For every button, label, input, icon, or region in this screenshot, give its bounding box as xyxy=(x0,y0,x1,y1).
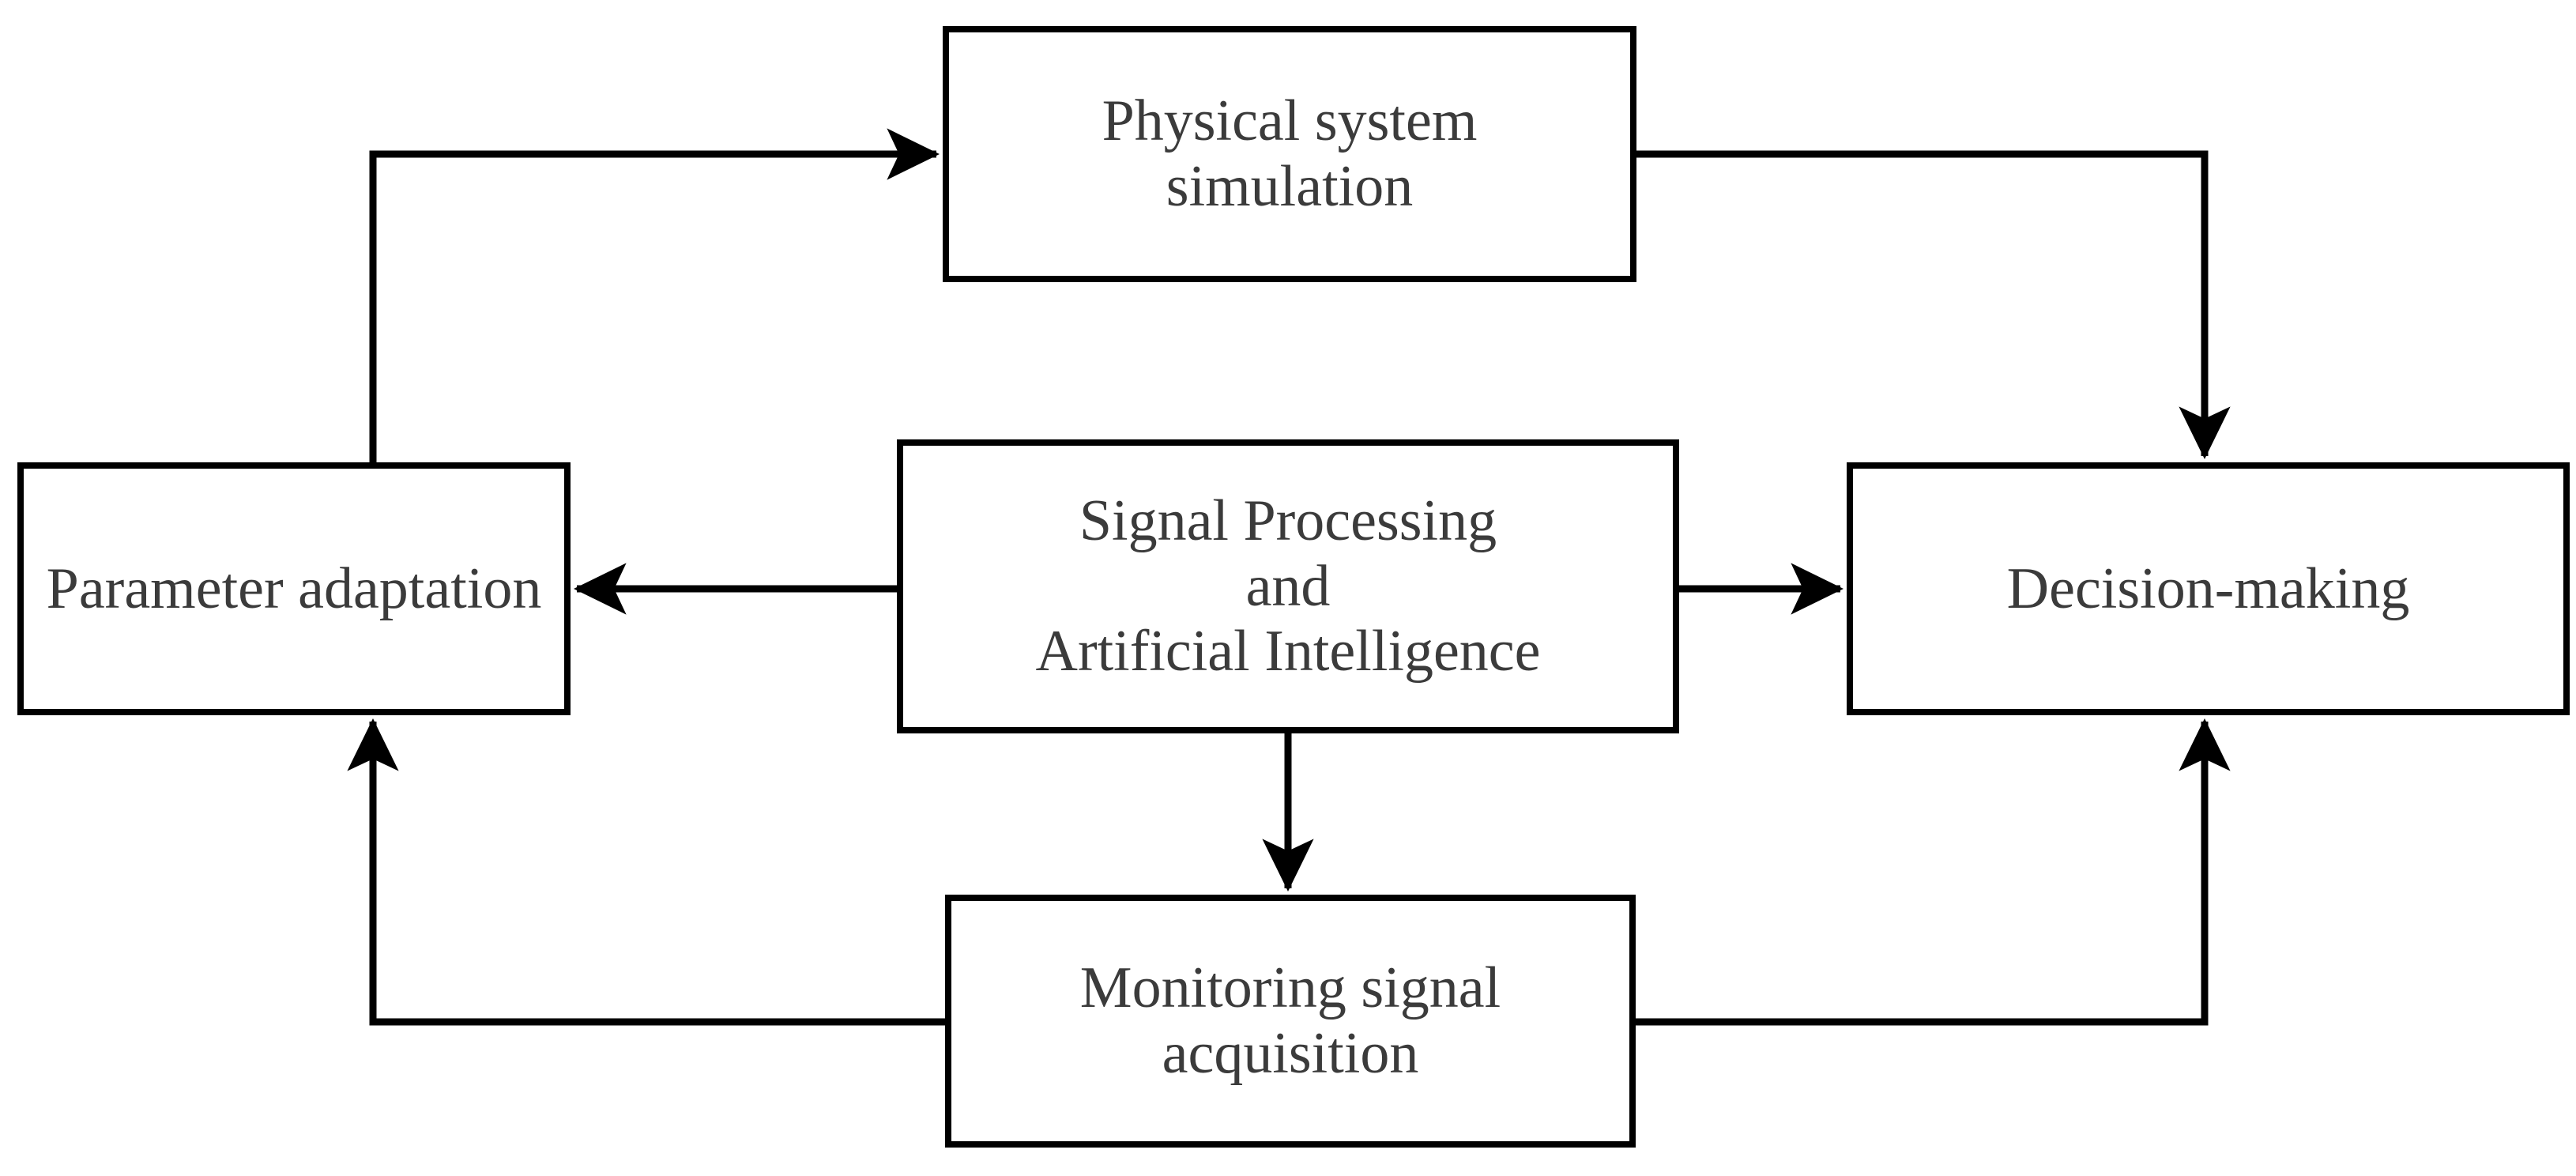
edge-parameter-adaptation-to-physical-system-simulation xyxy=(369,128,940,462)
node-physical-system-simulation-label: Physical system simulation xyxy=(1102,89,1478,219)
node-parameter-adaptation[interactable]: Parameter adaptation xyxy=(17,462,571,715)
node-parameter-adaptation-label: Parameter adaptation xyxy=(46,556,542,621)
edge-physical-system-simulation-to-decision-making xyxy=(1636,150,2231,459)
node-decision-making[interactable]: Decision-making xyxy=(1847,462,2570,715)
edge-monitoring-signal-acquisition-to-decision-making xyxy=(1636,718,2231,1026)
node-physical-system-simulation[interactable]: Physical system simulation xyxy=(943,26,1636,282)
node-monitoring-signal-acquisition[interactable]: Monitoring signal acquisition xyxy=(945,895,1636,1148)
node-signal-processing-ai[interactable]: Signal Processing and Artificial Intelli… xyxy=(897,439,1679,733)
node-monitoring-signal-acquisition-label: Monitoring signal acquisition xyxy=(1079,956,1501,1086)
edge-monitoring-signal-acquisition-to-parameter-adaptation xyxy=(347,718,945,1026)
node-decision-making-label: Decision-making xyxy=(2006,556,2410,621)
node-signal-processing-ai-label: Signal Processing and Artificial Intelli… xyxy=(1035,488,1541,684)
